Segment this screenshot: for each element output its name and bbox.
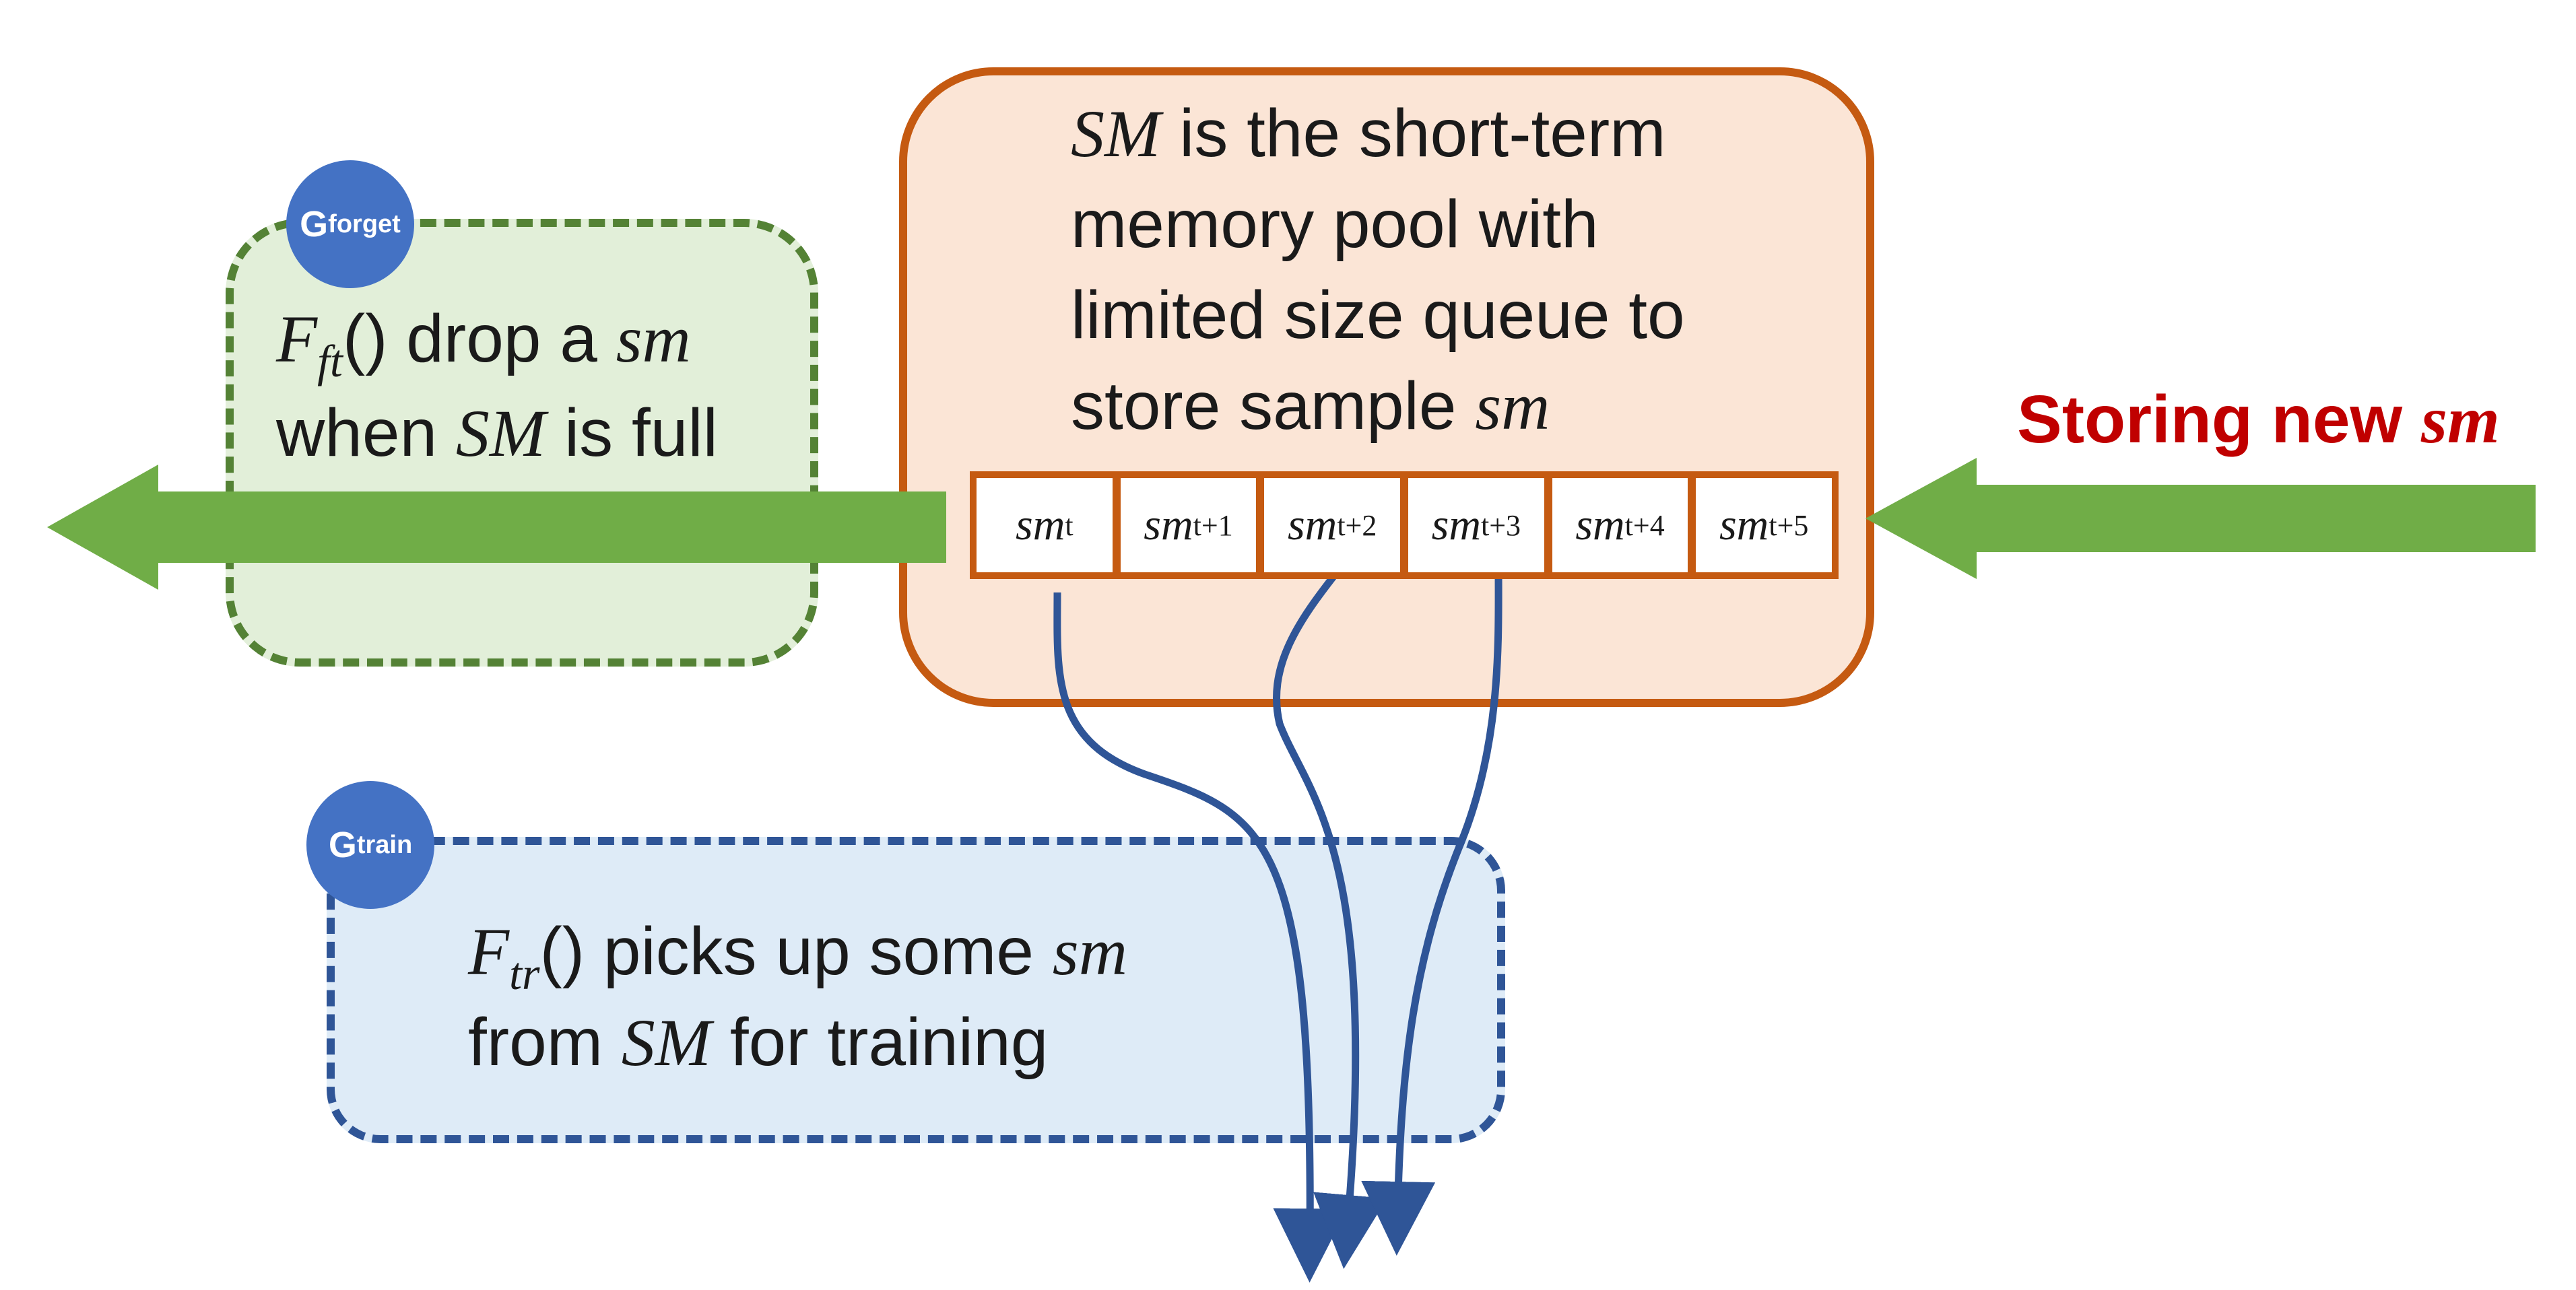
sm-pool-text-line-3: limited size queue to	[1071, 277, 1685, 353]
forget-group-box	[226, 219, 818, 667]
queue-cell-superscript: t+1	[1193, 508, 1233, 542]
queue-cell-superscript: t+2	[1337, 508, 1377, 542]
sm-pool-text-line-4: store sample sm	[1071, 368, 1550, 444]
queue-cell-superscript: t+3	[1481, 508, 1521, 542]
storing-new-sm-label: Storing new sm	[2017, 382, 2500, 457]
queue-cell-superscript: t+4	[1624, 508, 1665, 542]
sm-pool-text-line-1: SM is the short-term	[1071, 96, 1666, 171]
forget-text-line-2: when SM is full	[276, 395, 718, 471]
forget-text-line-1: Fft() drop a sm	[276, 301, 691, 386]
train-text-line-2: from SM for training	[468, 1005, 1049, 1080]
sample-curve-t	[1053, 592, 1348, 1283]
queue-cell-base: sm	[1016, 500, 1065, 549]
queue-cell-base: sm	[1287, 500, 1337, 549]
queue-cell-superscript: t	[1065, 508, 1074, 542]
sample-curve-t2	[1273, 570, 1387, 1269]
sample-curve-t3	[1361, 565, 1502, 1256]
incoming-arrow	[1865, 458, 2536, 579]
train-text-line-1: Ftr() picks up some sm	[468, 914, 1127, 999]
queue-cell-base: sm	[1144, 500, 1193, 549]
queue-cell-superscript: t+5	[1769, 508, 1809, 542]
queue-cell-base: sm	[1575, 500, 1625, 549]
queue-cell-base: sm	[1431, 500, 1481, 549]
queue-cell-base: sm	[1719, 500, 1769, 549]
sm-memory-pool-box	[899, 67, 1874, 707]
sm-pool-text-line-2: memory pool with	[1071, 186, 1599, 262]
drop-arrow	[47, 465, 946, 590]
